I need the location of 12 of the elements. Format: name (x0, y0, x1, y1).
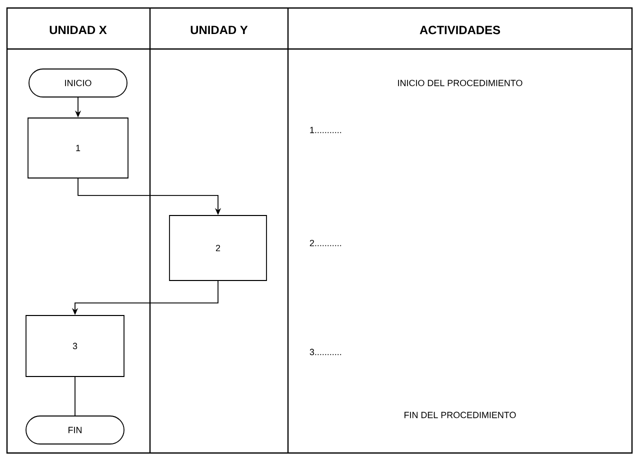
process-box: 3 (26, 315, 124, 377)
process-box: 2 (169, 215, 267, 281)
activity-text: INICIO DEL PROCEDIMIENTO (398, 80, 522, 86)
activity-text: 1........... (310, 126, 342, 134)
column-header: ACTIVIDADES (420, 26, 500, 34)
process-box: 1 (28, 118, 128, 178)
column-header: UNIDAD Y (190, 26, 248, 34)
activity-text: 2........... (310, 240, 342, 246)
activity-text: 3........... (310, 348, 342, 356)
column-header: UNIDAD X (50, 26, 107, 34)
connector-line (74, 376, 76, 416)
activity-text: FIN DEL PROCEDIMIENTO (404, 412, 516, 418)
